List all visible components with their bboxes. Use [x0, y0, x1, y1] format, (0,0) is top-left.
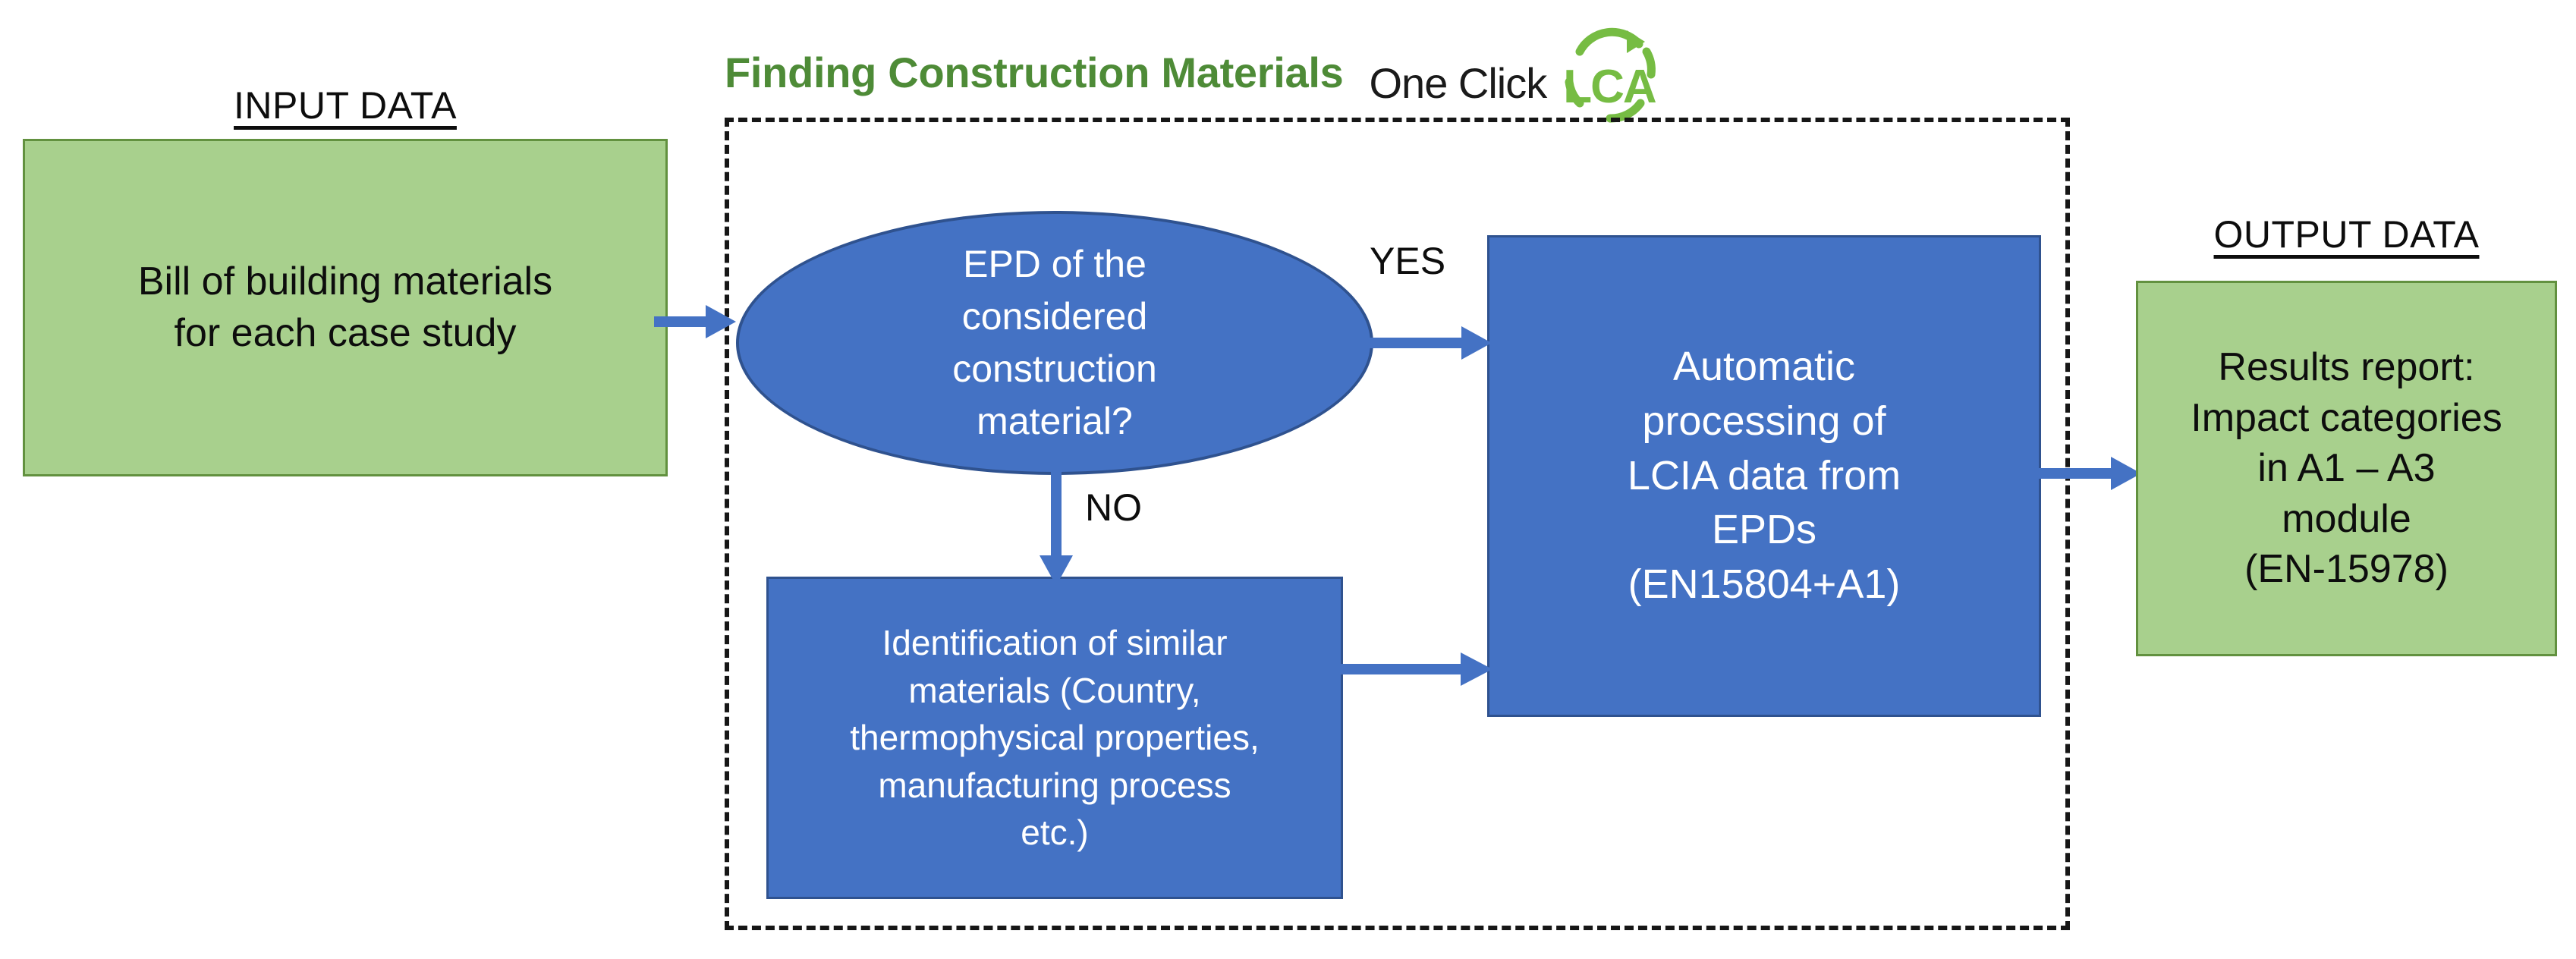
arrow-decision-no-to-identification — [1040, 463, 1073, 586]
arrow-automatic-to-output — [2038, 457, 2141, 490]
input-data-label: INPUT DATA — [234, 84, 457, 127]
process-node-identification: Identification of similar materials (Cou… — [766, 577, 1343, 899]
edge-label-no: NO — [1085, 486, 1142, 529]
logo-one-click-text: One Click — [1369, 59, 1547, 107]
arrow-input-to-decision — [654, 305, 736, 338]
input-data-box-text: Bill of building materials for each case… — [137, 259, 553, 355]
process-node-automatic-processing: Automatic processing of LCIA data from E… — [1487, 235, 2041, 717]
logo-lca-text: LCA — [1563, 61, 1656, 113]
decision-node-text: EPD of the considered construction mater… — [952, 243, 1157, 442]
decision-node-epd: EPD of the considered construction mater… — [736, 211, 1373, 475]
process-boundary-dashed-container — [725, 118, 2070, 930]
one-click-lca-logo: One Click LCA — [1369, 27, 1663, 123]
process-node-automatic-text: Automatic processing of LCIA data from E… — [1627, 343, 1901, 608]
edge-label-yes: YES — [1370, 240, 1446, 282]
arrow-identification-to-automatic — [1340, 652, 1492, 686]
output-data-label: OUTPUT DATA — [2213, 213, 2480, 256]
arrow-decision-yes-to-automatic — [1366, 326, 1492, 360]
input-data-box: Bill of building materials for each case… — [23, 139, 668, 476]
process-node-identification-text: Identification of similar materials (Cou… — [850, 623, 1260, 853]
title-and-logo-row: Finding Construction Materials One Click… — [725, 27, 1663, 123]
output-data-box: Results report: Impact categories in A1 … — [2136, 281, 2557, 656]
output-data-box-text: Results report: Impact categories in A1 … — [2191, 345, 2502, 592]
page-title: Finding Construction Materials — [725, 48, 1344, 96]
